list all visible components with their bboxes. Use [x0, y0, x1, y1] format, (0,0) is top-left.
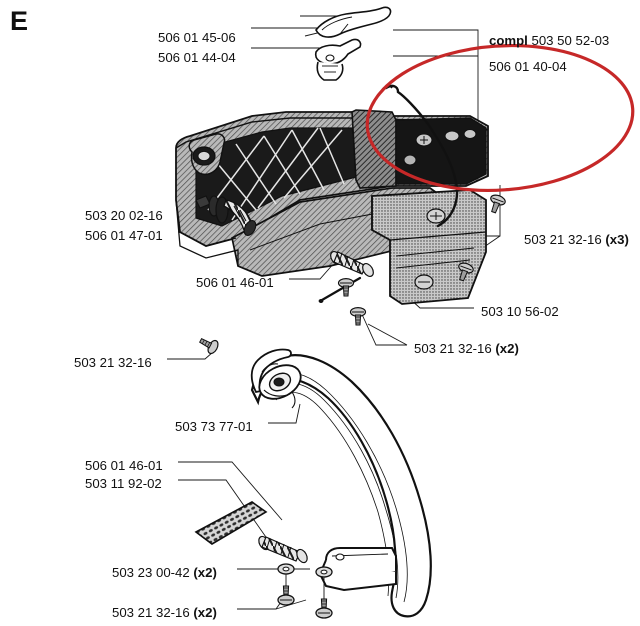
- callout-part-number: 503 21 32-16: [414, 341, 492, 356]
- callout-quantity: (x2): [495, 341, 519, 356]
- callout-part-number: 503 10 56-02: [481, 304, 559, 319]
- part-callout-503-20-02-16: 503 20 02-16: [85, 209, 163, 222]
- callout-quantity: (x3): [605, 232, 629, 247]
- callout-part-number: 506 01 40-04: [489, 59, 567, 74]
- part-callout-506-01-46-01: 506 01 46-01: [85, 459, 163, 472]
- side-guard-plate: [371, 189, 487, 305]
- washers-and-screws-lower: [277, 563, 333, 619]
- section-letter: E: [10, 6, 29, 36]
- callout-part-number: 506 01 44-04: [158, 50, 236, 65]
- callout-part-number: 506 01 46-01: [85, 458, 163, 473]
- part-callout-506-01-47-01: 506 01 47-01: [85, 229, 163, 242]
- part-callout-503-10-56-02: 503 10 56-02: [481, 305, 559, 318]
- part-callout-503-21-32-16: 503 21 32-16 (x3): [524, 233, 629, 246]
- screws-upper-group: [199, 194, 506, 355]
- front-handle-bar: [250, 348, 432, 618]
- callout-part-number: 503 11 92-02: [85, 476, 162, 491]
- part-callout-503-21-32-16: 503 21 32-16: [74, 356, 152, 369]
- part-callout-506-01-45-06: 506 01 45-06: [158, 31, 236, 44]
- part-callout-503-11-92-02: 503 11 92-02: [85, 477, 162, 490]
- callout-part-number: 503 20 02-16: [85, 208, 163, 223]
- part-callout-506-01-40-04: 506 01 40-04: [489, 60, 567, 73]
- part-callout-503-21-32-16: 503 21 32-16 (x2): [112, 606, 217, 619]
- part-callout-503-50-52-03: compl 503 50 52-03: [489, 34, 609, 47]
- part-callout-506-01-44-04: 506 01 44-04: [158, 51, 236, 64]
- callout-quantity: (x2): [193, 565, 217, 580]
- callout-part-number: 503 21 32-16: [74, 355, 152, 370]
- leader-lines: [167, 11, 501, 610]
- callout-part-number: 503 21 32-16: [524, 232, 602, 247]
- coil-spring-small-upper: [330, 251, 374, 277]
- callout-part-number: 503 50 52-03: [531, 33, 610, 48]
- annotation-ellipse-highlight: [365, 43, 635, 193]
- coil-spring-small-lower: [258, 535, 308, 564]
- callout-part-number: 506 01 47-01: [85, 228, 163, 243]
- vibration-damper-spring: [195, 195, 257, 236]
- part-callout-503-73-77-01: 503 73 77-01: [175, 420, 253, 433]
- callout-prefix: compl: [489, 33, 528, 48]
- callout-part-number: 506 01 45-06: [158, 30, 236, 45]
- callout-part-number: 506 01 46-01: [196, 275, 274, 290]
- throttle-latch-bracket: [314, 38, 362, 81]
- callout-part-number: 503 73 77-01: [175, 419, 253, 434]
- callout-part-number: 503 21 32-16: [112, 605, 190, 620]
- callout-part-number: 503 23 00-42: [112, 565, 190, 580]
- part-callout-506-01-46-01: 506 01 46-01: [196, 276, 274, 289]
- throttle-trigger-lever: [315, 6, 392, 38]
- callout-quantity: (x2): [193, 605, 217, 620]
- part-callout-503-23-00-42: 503 23 00-42 (x2): [112, 566, 217, 579]
- part-callout-503-21-32-16: 503 21 32-16 (x2): [414, 342, 519, 355]
- frame-inner-fittings: [403, 128, 477, 166]
- grip-pad-textured: [194, 501, 268, 545]
